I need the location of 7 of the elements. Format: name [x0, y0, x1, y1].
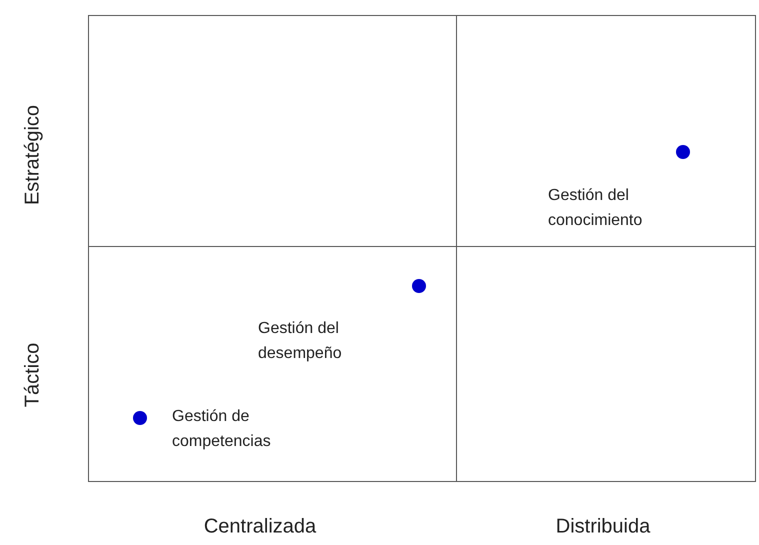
point-label: Gestión de competencias: [172, 407, 272, 452]
point-label: Gestión del conocimiento: [548, 186, 644, 231]
axis-label: Estratégico: [22, 104, 44, 206]
axis-label: Táctico: [22, 342, 44, 408]
axis-label: Distribuida: [556, 516, 650, 538]
point-label: Gestión del desempeño: [258, 319, 343, 364]
axis-label: Centralizada: [204, 516, 316, 538]
